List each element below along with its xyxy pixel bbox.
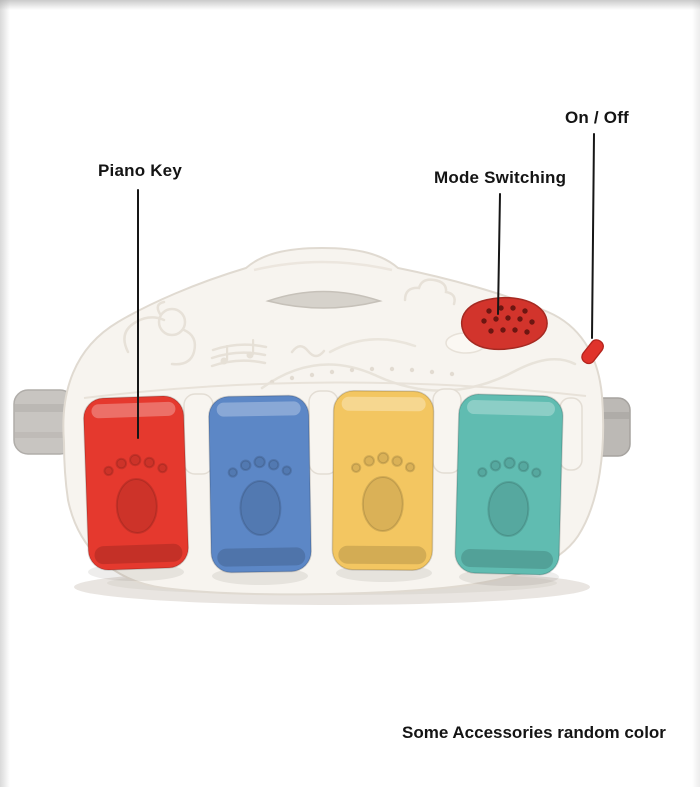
embossed-notes (220, 339, 255, 365)
label-mode-switching: Mode Switching (434, 168, 567, 187)
leader-lines (137, 133, 595, 439)
piano-key-blue (208, 394, 312, 574)
speaker-holes (481, 305, 535, 335)
caption-accessories-note: Some Accessories random color (402, 723, 666, 742)
mode-speaker (445, 297, 548, 354)
piano-key-teal (454, 393, 564, 576)
handle-hole (253, 260, 393, 309)
power-switch (581, 339, 604, 365)
leader-on-off (591, 133, 595, 339)
keyboard-ridge (83, 381, 587, 399)
piano-key-red (82, 395, 190, 571)
label-piano-key: Piano Key (98, 161, 182, 180)
label-on-off: On / Off (565, 108, 629, 127)
leader-mode-switching (497, 193, 501, 315)
piano-key-yellow (331, 389, 435, 572)
white-keys (183, 388, 583, 475)
